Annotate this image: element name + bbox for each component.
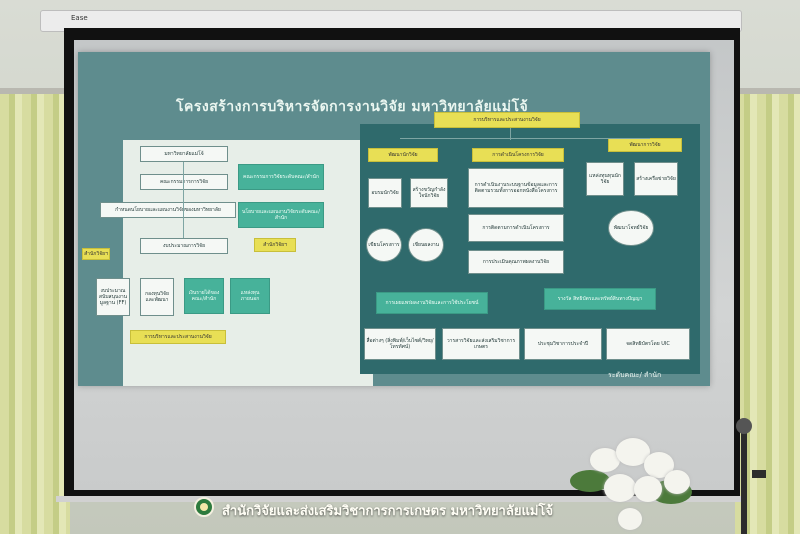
node-right-top: การบริหารและประสานงานวิจัย [434,112,580,128]
node-write-output: เขียนผลงาน [408,228,444,262]
tag-research-office-2: สำนักวิจัยฯ [254,238,296,252]
curtain-rail-right [735,88,800,94]
node-network: สร้างเครือข่ายวิจัย [634,162,678,196]
flower [604,474,636,502]
branch-run-projects: การดำเนินโครงการวิจัย [472,148,564,162]
curtain-rail-left [0,88,70,94]
flower-arrangement [560,430,710,534]
node-research-committee: คณะกรรมการการวิจัย [140,174,228,190]
microphone-icon [736,418,752,434]
projected-slide: โครงสร้างการบริหารจัดการงานวิจัย มหาวิทย… [78,52,710,386]
node-faculty-policy: นโยบายและแผนงานวิจัยระดับคณะ/สำนัก [238,202,324,228]
node-policy: กำหนดนโยบายและแผนงานวิจัยของมหาวิทยาลัย [100,202,236,218]
screen-bottom-bar [56,496,746,502]
leaf [570,470,610,492]
flower [664,470,690,494]
organization-logo [194,497,214,517]
link-right-top [400,138,650,139]
node-ff-budget: งบประมาณ สนับสนุนงานมูลฐาน (FF) [96,278,130,316]
node-media: สื่อต่างๆ (สิ่งพิมพ์/เว็บไซต์/วิทยุ/โทรท… [364,328,436,360]
node-database: การดำเนินงานระบบฐานข้อมูลและการติดตามรวม… [468,168,564,208]
flower [618,508,642,530]
node-rd-fund: กองทุนวิจัย และพัฒนา [140,278,174,316]
screen-brand: Ease [71,14,88,22]
node-morale: สร้างขวัญกำลังใจนักวิจัย [410,178,448,208]
node-dissemination: การเผยแพร่ผลงานวิจัยและการใช้ประโยชน์ [376,292,488,314]
node-tracking: การติดตามการดำเนินโครงการ [468,214,564,242]
node-write-proposal: เขียนโครงการ [366,228,402,262]
node-faculty-income: เงินรายได้ของคณะ/สำนัก [184,278,224,314]
link-right-vertical [510,128,511,140]
microphone-stand [741,420,747,534]
node-budget: งบประมาณการวิจัย [140,238,228,254]
node-evaluation: การประเมินคุณภาพผลงานวิจัย [468,250,564,274]
link-left-main [183,162,184,238]
node-external-fund: แหล่งทุนภายนอก [230,278,270,314]
node-awards: รางวัล สิทธิบัตรและทรัพย์สินทางปัญญา [544,288,656,310]
node-faculty-committee: คณะกรรมการวิจัยระดับคณะ/สำนัก [238,164,324,190]
node-funding-source: แหล่งทุนทุนนักวิจัย [586,162,624,196]
footer-caption: สำนักวิจัยและส่งเสริมวิชาการการเกษตร มหา… [222,504,553,519]
flower [634,476,662,502]
node-train-researchers: อบรมนักวิจัย [368,178,402,208]
branch-develop-researchers: พัฒนานักวิจัย [368,148,438,162]
slide-footer-label: ระดับคณะ/ สำนัก [608,371,662,379]
slide-title: โครงสร้างการบริหารจัดการงานวิจัย มหาวิทย… [176,99,529,115]
microphone-clip [752,470,766,478]
flower [590,448,620,472]
curtain-left [0,90,70,534]
tag-research-office: สำนักวิจัยฯ [82,248,110,260]
node-research-question: พัฒนาโจทย์วิจัย [608,210,654,246]
node-conference: ประชุมวิชาการประจำปี [524,328,602,360]
node-patent: จดสิทธิบัตรโดย UIC [606,328,690,360]
node-coordination: การบริหารและประสานงานวิจัย [130,330,226,344]
node-university: มหาวิทยาลัยแม่โจ้ [140,146,228,162]
node-journal: วารสารวิจัยและส่งเสริมวิชาการเกษตร [442,328,520,360]
branch-develop-research: พัฒนาการวิจัย [608,138,682,152]
